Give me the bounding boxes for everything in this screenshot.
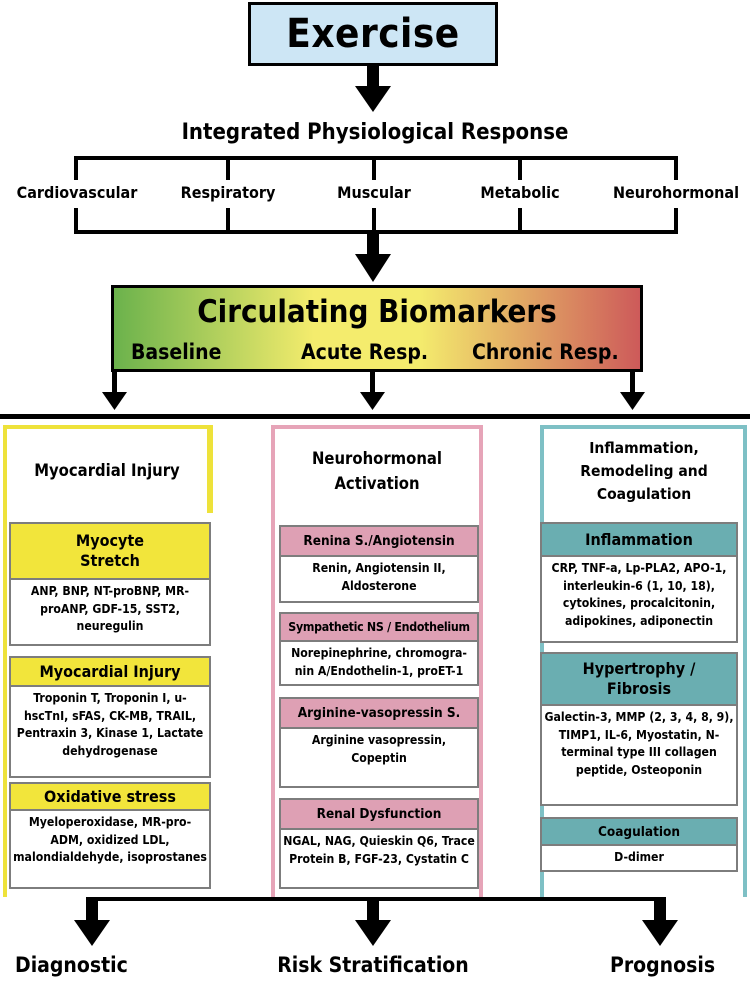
card-title: Renina S./Angiotensin [281,527,477,557]
biomarker-box: Circulating Biomarkers Baseline Acute Re… [111,285,643,372]
phase-acute: Acute Resp. [301,340,429,364]
card-arginine-vasopressin: Arginine-vasopressin S. Arginine vasopre… [279,697,479,788]
card-body: Myeloperoxidase, MR-pro-ADM, oxidized LD… [13,815,207,864]
outcome-prognosis: Prognosis [610,953,716,977]
card-title: Oxidative stress [11,784,209,811]
card-myocardial-injury: Myocardial Injury Troponin T, Troponin I… [9,656,211,778]
phase-baseline: Baseline [131,340,222,364]
card-title: Myocardial Injury [11,658,209,687]
card-inflammation: Inflammation CRP, TNF-a, Lp-PLA2, APO-1,… [540,522,738,643]
column-neurohormonal [271,425,483,897]
card-body: Troponin T, Troponin I, u-hscTnI, sFAS, … [16,691,204,758]
card-title: Hypertrophy / Fibrosis [542,654,736,706]
system-cardiovascular: Cardiovascular [16,183,138,202]
header-myocardial-injury: Myocardial Injury [34,460,180,480]
card-body: D-dimer [614,850,664,864]
system-metabolic: Metabolic [480,183,560,202]
card-title: Arginine-vasopressin S. [281,699,477,729]
card-renina-angiotensin: Renina S./Angiotensin Renin, Angiotensin… [279,525,479,603]
header-neurohormonal-activation: Neurohormonal Activation [311,449,443,493]
card-coagulation: Coagulation D-dimer [540,817,738,872]
outcome-diagnostic: Diagnostic [15,953,128,977]
card-myocyte-stretch: Myocyte Stretch ANP, BNP, NT-proBNP, MR-… [9,522,211,646]
biomarker-title: Circulating Biomarkers [197,294,557,330]
card-body: Arginine vasopressin, Copeptin [311,733,447,765]
system-muscular: Muscular [337,183,411,202]
card-body: NGAL, NAG, Quieskin Q6, Trace Protein B,… [283,834,475,866]
card-body: Norepinephrine, chromogra-nin A/Endothel… [291,646,467,678]
card-body: ANP, BNP, NT-proBNP, MR-proANP, GDF-15, … [30,584,190,633]
card-title: Renal Dysfunction [281,800,477,830]
card-sympathetic: Sympathetic NS / Endothelium Norepinephr… [279,612,479,686]
outcome-risk-stratification: Risk Stratification [277,953,469,977]
column-myocardial [3,425,213,897]
card-title: Coagulation [542,819,736,846]
card-title: Inflammation [542,524,736,557]
card-title: Myocyte Stretch [11,524,209,580]
column-myocardial-edge [207,425,213,513]
response-title: Integrated Physiological Response [181,120,569,145]
system-neurohormonal: Neurohormonal [612,183,740,202]
header-inflammation-remodeling: Inflammation, Remodeling and Coagulation [580,438,708,503]
card-renal-dysfunction: Renal Dysfunction NGAL, NAG, Quieskin Q6… [279,798,479,889]
exercise-box: Exercise [248,2,498,66]
phase-chronic: Chronic Resp. [472,340,619,364]
card-hypertrophy-fibrosis: Hypertrophy / Fibrosis Galectin-3, MMP (… [540,652,738,806]
card-oxidative-stress: Oxidative stress Myeloperoxidase, MR-pro… [9,782,211,889]
card-title: Sympathetic NS / Endothelium [281,614,477,642]
system-respiratory: Respiratory [180,183,276,202]
card-body: CRP, TNF-a, Lp-PLA2, APO-1, interleukin-… [551,561,727,628]
card-body: Renin, Angiotensin II, Aldosterone [312,561,446,593]
card-body: Galectin-3, MMP (2, 3, 4, 8, 9), TIMP1, … [544,710,734,777]
